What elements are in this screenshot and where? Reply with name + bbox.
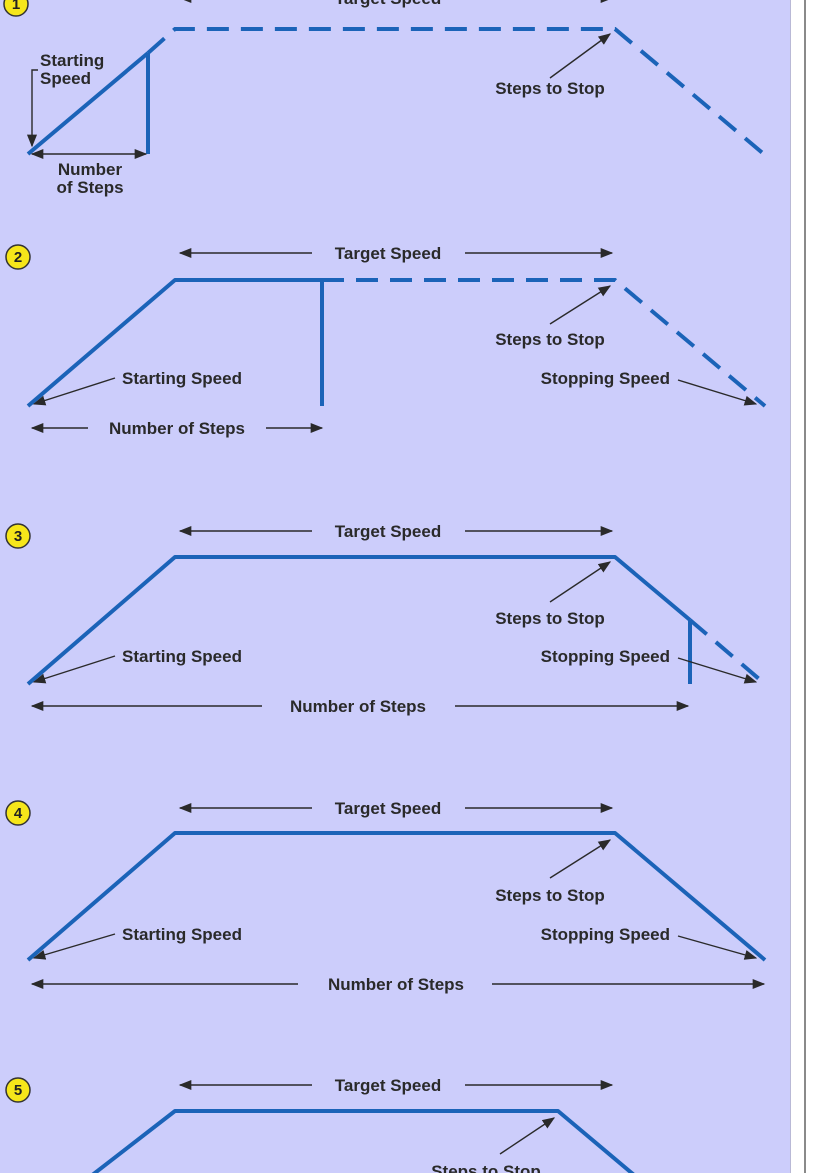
planned-profile-dashed bbox=[322, 278, 767, 408]
of-steps-label: of Steps bbox=[56, 178, 123, 197]
badge-number: 3 bbox=[14, 528, 22, 545]
starting-speed-label: Starting Speed bbox=[122, 925, 242, 944]
stopping-speed-arrow bbox=[677, 657, 758, 684]
steps-to-stop-label: Steps to Stop bbox=[495, 609, 605, 628]
profile-panel-2: 2 Target Speed Steps to Stop Starting Sp… bbox=[5, 244, 767, 438]
steps-to-stop-arrow bbox=[549, 285, 612, 325]
starting-label: Starting bbox=[40, 51, 104, 70]
stopping-speed-arrow bbox=[677, 379, 758, 406]
target-speed-label: Target Speed bbox=[335, 0, 441, 8]
profile-panel-3: 3 Target Speed Steps to Stop Starting Sp… bbox=[5, 522, 767, 716]
number-of-steps-label: Number of Steps bbox=[290, 697, 426, 716]
badge-4: 4 bbox=[5, 800, 31, 826]
starting-speed-arrow bbox=[26, 69, 38, 148]
steps-to-stop-label: Steps to Stop bbox=[495, 330, 605, 349]
stopping-speed-label: Stopping Speed bbox=[541, 647, 670, 666]
target-speed-label: Target Speed bbox=[335, 522, 441, 541]
steps-to-stop-label: Steps to Stop bbox=[495, 79, 605, 98]
page-divider bbox=[804, 0, 806, 1173]
badge-number: 4 bbox=[14, 805, 23, 822]
full-profile bbox=[26, 831, 767, 962]
planned-profile-dashed bbox=[146, 27, 767, 157]
steps-to-stop-label: Steps to Stop bbox=[431, 1162, 541, 1173]
partial-profile bbox=[91, 1109, 635, 1173]
number-of-steps-label: Number of Steps bbox=[328, 975, 464, 994]
motion-profile-diagram: 1 Target Speed Starting Speed Number of … bbox=[3, 0, 767, 1173]
starting-speed-arrow bbox=[32, 377, 116, 406]
number-of-steps-label: Number of Steps bbox=[109, 419, 245, 438]
badge-5: 5 bbox=[5, 1077, 31, 1103]
steps-to-stop-arrow bbox=[549, 561, 612, 603]
profile-panel-4: 4 Target Speed Steps to Stop Starting Sp… bbox=[5, 799, 767, 994]
stopping-speed-label: Stopping Speed bbox=[541, 369, 670, 388]
badge-2: 2 bbox=[5, 244, 31, 270]
speed-label: Speed bbox=[40, 69, 91, 88]
profile-panel-1: 1 Target Speed Starting Speed Number of … bbox=[3, 0, 767, 197]
steps-to-stop-arrow bbox=[549, 33, 612, 79]
target-speed-label: Target Speed bbox=[335, 799, 441, 818]
planned-profile-dashed bbox=[688, 618, 767, 686]
diagram-panel: 1 Target Speed Starting Speed Number of … bbox=[0, 0, 791, 1173]
badge-number: 1 bbox=[12, 0, 20, 13]
accel-ramp bbox=[26, 278, 322, 408]
starting-speed-label: Starting Speed bbox=[122, 369, 242, 388]
stopping-speed-arrow bbox=[677, 935, 758, 960]
number-label: Number bbox=[58, 160, 123, 179]
stopping-speed-label: Stopping Speed bbox=[541, 925, 670, 944]
target-speed-label: Target Speed bbox=[335, 244, 441, 263]
starting-speed-arrow bbox=[32, 933, 116, 960]
accel-ramp bbox=[26, 51, 150, 156]
badge-3: 3 bbox=[5, 523, 31, 549]
accel-cruise-decel bbox=[26, 555, 692, 686]
starting-speed-arrow bbox=[32, 655, 116, 684]
steps-to-stop-arrow bbox=[499, 1117, 556, 1155]
profile-panel-5: 5 Target Speed Steps to Stop bbox=[5, 1076, 635, 1173]
steps-to-stop-arrow bbox=[549, 839, 612, 879]
badge-1: 1 bbox=[3, 0, 29, 17]
starting-speed-label: Starting Speed bbox=[122, 647, 242, 666]
badge-number: 2 bbox=[14, 249, 22, 266]
steps-to-stop-label: Steps to Stop bbox=[495, 886, 605, 905]
target-speed-label: Target Speed bbox=[335, 1076, 441, 1095]
badge-number: 5 bbox=[14, 1082, 22, 1099]
